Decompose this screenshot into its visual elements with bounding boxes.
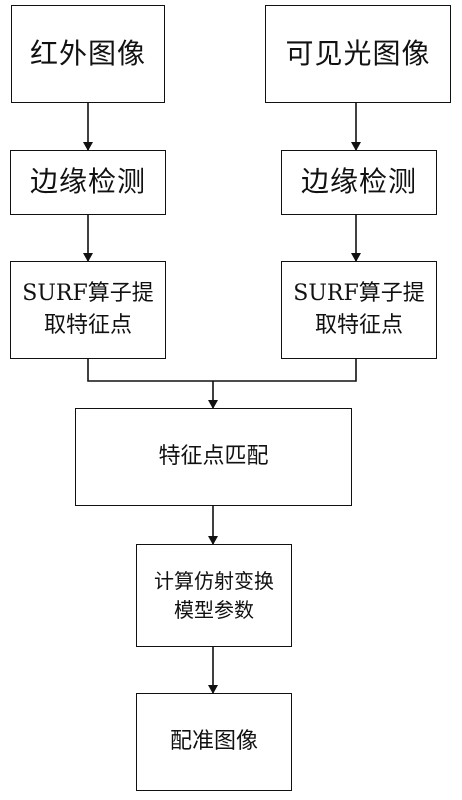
left-surf-box: SURF算子提 取特征点 [10, 261, 166, 359]
merge-connector [87, 359, 357, 382]
right-edge-detection-label: 边缘检测 [300, 165, 417, 199]
affine-line2: 模型参数 [174, 597, 254, 622]
right-surf-line1: SURF算子提 [293, 281, 425, 307]
affine-line1: 计算仿射变换 [154, 568, 274, 593]
visible-image-box: 可见光图像 [265, 5, 451, 103]
left-surf-line1: SURF算子提 [22, 281, 154, 307]
left-edge-detection-label: 边缘检测 [29, 165, 146, 199]
ir-image-label: 红外图像 [29, 36, 146, 70]
feature-match-label: 特征点匹配 [158, 444, 269, 470]
left-edge-detection-box: 边缘检测 [10, 150, 166, 215]
right-surf-line2: 取特征点 [314, 313, 403, 338]
feature-match-box: 特征点匹配 [75, 408, 352, 506]
ir-image-box: 红外图像 [11, 5, 165, 103]
registered-image-box: 配准图像 [136, 693, 292, 791]
right-edge-detection-box: 边缘检测 [281, 150, 437, 215]
visible-image-label: 可见光图像 [285, 36, 431, 70]
registered-image-label: 配准图像 [169, 729, 258, 755]
right-surf-box: SURF算子提 取特征点 [281, 261, 437, 359]
left-surf-line2: 取特征点 [43, 313, 132, 338]
affine-parameters-box: 计算仿射变换 模型参数 [136, 544, 292, 647]
